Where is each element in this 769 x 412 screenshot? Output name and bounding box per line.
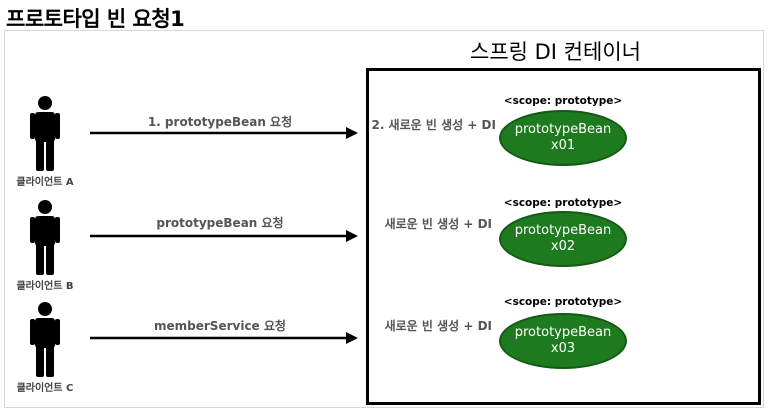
client-label: 클라이언트 C — [16, 383, 74, 394]
client-b: 클라이언트 B — [10, 199, 80, 292]
bean-id: x02 — [550, 239, 576, 254]
request-arrow — [90, 229, 360, 243]
bean-name: prototypeBean — [514, 122, 612, 137]
request-arrow — [90, 331, 360, 345]
scope-label: <scope: prototype> — [503, 95, 623, 107]
client-c: 클라이언트 C — [10, 301, 80, 394]
request-label: memberService 요청 — [154, 319, 286, 333]
container-title: 스프링 DI 컨테이너 — [470, 40, 641, 64]
scope-label: <scope: prototype> — [503, 296, 623, 308]
bean-id: x01 — [550, 138, 576, 153]
prototype-bean-node: prototypeBean x01 — [499, 110, 627, 166]
person-icon — [30, 96, 60, 171]
bean-name: prototypeBean — [514, 325, 612, 340]
person-icon — [30, 200, 60, 275]
request-label: prototypeBean 요청 — [156, 216, 284, 230]
bean-id: x03 — [550, 341, 576, 356]
client-label: 클라이언트 A — [16, 177, 74, 188]
create-bean-label: 새로운 빈 생성 + DI — [384, 217, 492, 231]
spring-di-container — [366, 68, 761, 405]
request-arrow — [90, 126, 360, 140]
prototype-bean-node: prototypeBean x02 — [499, 211, 627, 267]
create-bean-label: 새로운 빈 생성 + DI — [384, 319, 492, 333]
person-icon — [30, 302, 60, 377]
slide-frame — [4, 30, 764, 408]
scope-label: <scope: prototype> — [503, 197, 623, 209]
client-label: 클라이언트 B — [16, 281, 74, 292]
prototype-bean-node: prototypeBean x03 — [499, 313, 627, 369]
page-title: 프로토타입 빈 요청1 — [6, 7, 185, 31]
bean-name: prototypeBean — [514, 223, 612, 238]
create-bean-label: 2. 새로운 빈 생성 + DI — [371, 118, 496, 132]
request-label: 1. prototypeBean 요청 — [147, 115, 293, 129]
client-a: 클라이언트 A — [10, 95, 80, 188]
